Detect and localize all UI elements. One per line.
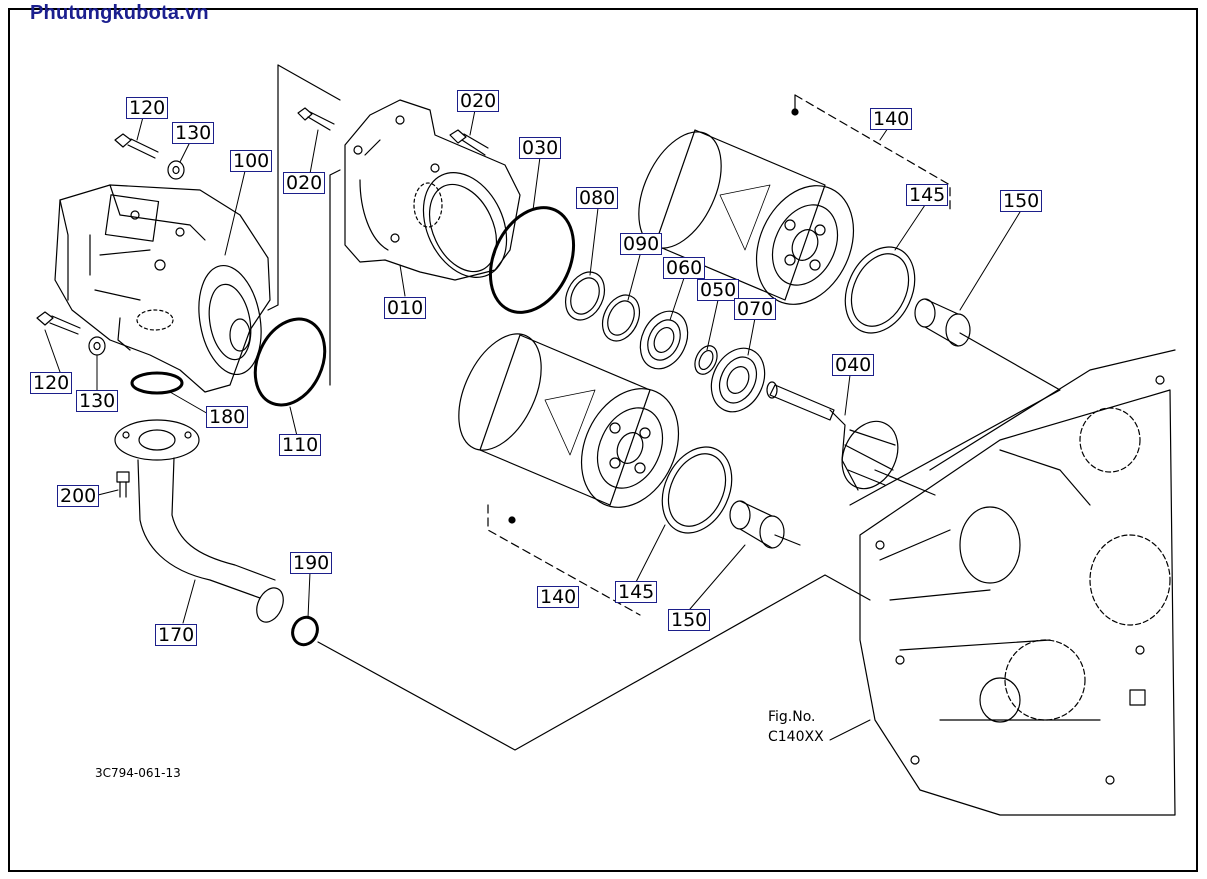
part-label-050[interactable]: 050: [697, 279, 740, 301]
drawing-code: 3C794-061-13: [95, 766, 181, 780]
suction-pipe-170: [114, 419, 284, 623]
o-ring-030: [488, 206, 576, 314]
part-label-120-lower[interactable]: 120: [30, 372, 73, 394]
hydraulic-pump-body: [54, 184, 271, 393]
transmission-case: [859, 349, 1176, 816]
o-ring-110: [253, 317, 327, 407]
fitting-150-upper: [914, 298, 971, 347]
part-label-190[interactable]: 190: [290, 552, 333, 574]
filter-housing: [344, 99, 521, 281]
part-label-020-left[interactable]: 020: [283, 172, 326, 194]
part-label-140-lower[interactable]: 140: [537, 586, 580, 608]
part-label-070[interactable]: 070: [734, 298, 777, 320]
part-label-080[interactable]: 080: [576, 187, 619, 209]
part-label-020-upper-right[interactable]: 020: [457, 90, 500, 112]
part-label-180[interactable]: 180: [206, 406, 249, 428]
part-label-130-lower[interactable]: 130: [76, 390, 119, 412]
part-label-100[interactable]: 100: [230, 150, 273, 172]
bolt-020-upper: [297, 107, 335, 131]
drawing-frame: [8, 8, 1198, 872]
bolt-200: [116, 471, 130, 498]
o-ring-180: [130, 371, 184, 395]
assembly-line-pipe: [317, 574, 871, 751]
fitting-150-lower: [729, 500, 785, 549]
part-label-145-lower[interactable]: 145: [615, 581, 658, 603]
snap-ring-050: [694, 345, 718, 375]
oil-filter-140-upper: [638, 129, 855, 305]
assembly-line-filter: [849, 332, 1061, 506]
oil-filter-140-lower: [458, 333, 680, 508]
part-label-040[interactable]: 040: [832, 354, 875, 376]
bearing-060: [639, 310, 689, 370]
washer-130-upper: [167, 160, 185, 180]
bolt-120-upper: [114, 133, 159, 159]
part-label-060[interactable]: 060: [663, 257, 706, 279]
part-label-120-upper[interactable]: 120: [126, 97, 169, 119]
site-brand[interactable]: Phutungkubota.vn: [30, 2, 209, 24]
figure-number: C140XX: [768, 729, 824, 745]
ring-090: [601, 294, 641, 342]
part-label-140-upper[interactable]: 140: [870, 108, 913, 130]
washer-130-lower: [88, 336, 106, 356]
part-label-150-upper[interactable]: 150: [1000, 190, 1043, 212]
part-label-110[interactable]: 110: [279, 434, 322, 456]
part-label-030[interactable]: 030: [519, 137, 562, 159]
part-label-130-upper[interactable]: 130: [172, 122, 215, 144]
bearing-070: [710, 347, 766, 413]
o-ring-190: [291, 615, 319, 647]
part-label-145-upper[interactable]: 145: [906, 184, 949, 206]
snap-ring-080: [564, 271, 606, 321]
bolt-120-lower: [36, 311, 81, 335]
group-bracket-140-lower: [487, 504, 641, 616]
gear-shaft-040: [766, 381, 899, 491]
part-label-090[interactable]: 090: [620, 233, 663, 255]
group-bracket-140-upper: [794, 94, 951, 211]
figure-label: Fig.No.: [768, 709, 816, 725]
gasket-145-upper: [844, 246, 916, 334]
pump-mount-frame: [267, 64, 341, 386]
part-label-010[interactable]: 010: [384, 297, 427, 319]
part-label-170[interactable]: 170: [155, 624, 198, 646]
part-label-150-lower[interactable]: 150: [668, 609, 711, 631]
part-label-200[interactable]: 200: [57, 485, 100, 507]
bolt-020-right: [449, 129, 489, 156]
gasket-145-lower: [661, 446, 733, 534]
